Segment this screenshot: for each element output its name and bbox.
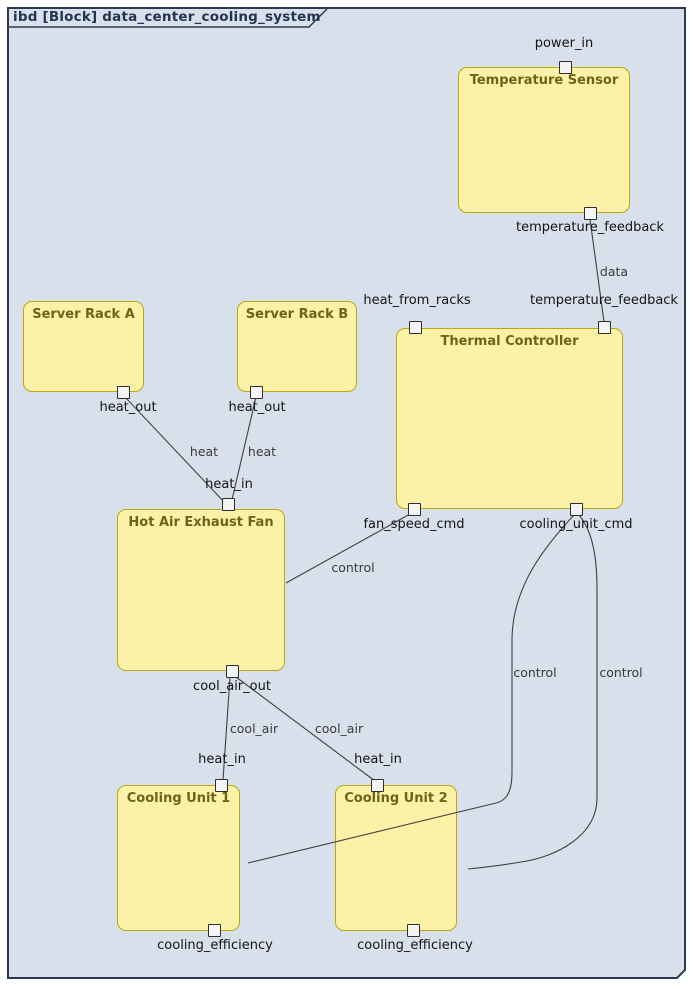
edge-label-control-cu1: control [513,665,557,680]
block-title: Temperature Sensor [469,73,619,88]
block-temperature-sensor: Temperature Sensor [458,67,630,213]
edge-label-cool-air-1: cool_air [229,721,279,736]
port-label-tc-temperature-feedback: temperature_feedback [530,293,678,308]
port-cu1-cooling-efficiency [208,924,221,937]
block-title: Cooling Unit 2 [344,791,448,806]
block-server-rack-a: Server Rack A [23,301,144,392]
frame-tab-outline [8,8,328,28]
port-label-fan-speed-cmd: fan_speed_cmd [363,517,465,532]
edge-label-heat-b: heat [247,444,277,459]
port-cool-air-out [226,665,239,678]
block-cooling-unit-1: Cooling Unit 1 [117,785,240,931]
port-cu1-heat-in [215,779,228,792]
port-cu2-heat-in [371,779,384,792]
port-rack-a-heat-out [117,386,130,399]
port-label-cool-air-out: cool_air_out [193,679,271,694]
port-label-ts-temperature-feedback: temperature_feedback [516,220,664,235]
port-rack-b-heat-out [250,386,263,399]
port-label-rack-a-heat-out: heat_out [99,400,157,415]
port-cu2-cooling-efficiency [407,924,420,937]
edge-label-control-cu2: control [599,665,643,680]
port-ts-temperature-feedback [584,207,597,220]
port-label-cooling-unit-cmd: cooling_unit_cmd [519,517,633,532]
block-cooling-unit-2: Cooling Unit 2 [335,785,457,931]
block-title: Hot Air Exhaust Fan [128,515,274,530]
edge-label-heat-a: heat [189,444,219,459]
block-thermal-controller: Thermal Controller [396,328,623,509]
port-cooling-unit-cmd [570,503,583,516]
port-label-cu1-cooling-efficiency: cooling_efficiency [157,938,273,953]
block-server-rack-b: Server Rack B [237,301,357,392]
port-label-power-in: power_in [534,36,594,51]
block-hot-air-exhaust-fan: Hot Air Exhaust Fan [117,509,285,671]
port-heat-from-racks [409,321,422,334]
port-label-rack-b-heat-out: heat_out [228,400,286,415]
port-power-in [559,61,572,74]
block-title: Server Rack B [245,307,349,322]
port-label-cu1-heat-in: heat_in [198,752,246,767]
port-fan-speed-cmd [408,503,421,516]
block-title: Server Rack A [32,307,135,322]
port-label-cu2-cooling-efficiency: cooling_efficiency [357,938,473,953]
port-label-heat-from-racks: heat_from_racks [363,293,471,308]
block-title: Cooling Unit 1 [126,791,231,806]
diagram-title: ibd [Block] data_center_cooling_system [13,9,321,25]
port-tc-temperature-feedback [598,321,611,334]
port-fan-heat-in [222,498,235,511]
port-label-fan-heat-in: heat_in [205,477,253,492]
port-label-cu2-heat-in: heat_in [354,752,402,767]
edge-label-control-fan: control [331,560,375,575]
block-title: Thermal Controller [440,334,579,349]
edge-label-data: data [599,264,629,279]
edge-label-cool-air-2: cool_air [314,721,364,736]
